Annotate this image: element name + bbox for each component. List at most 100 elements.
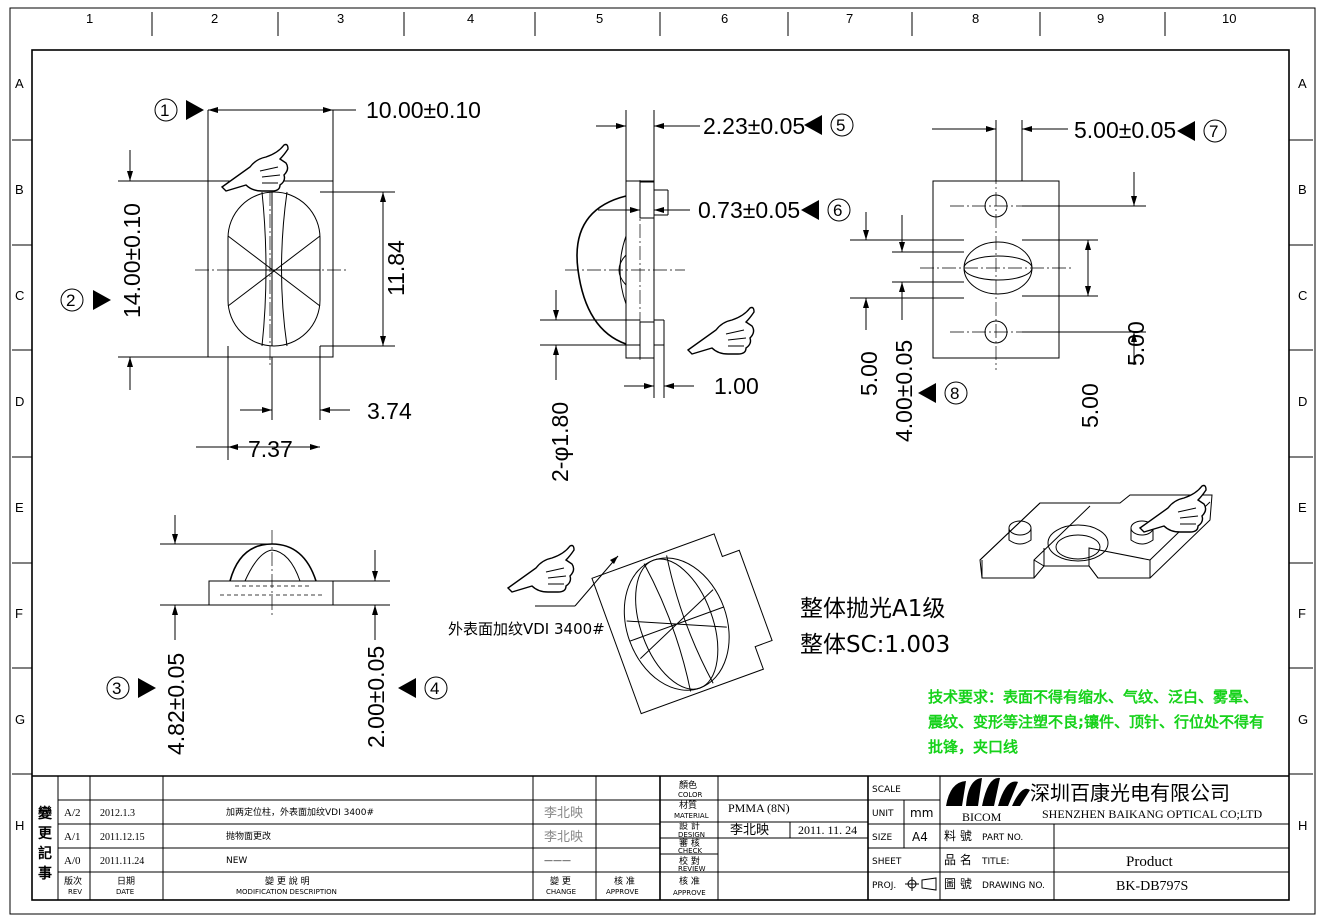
unit-value: mm xyxy=(910,806,933,820)
drawing-no-label: 圖 號 xyxy=(944,877,972,891)
svg-text:DATE: DATE xyxy=(116,888,134,896)
svg-text:核 准: 核 准 xyxy=(614,875,635,887)
svg-text:李北映: 李北映 xyxy=(544,806,583,821)
company-name-en: SHENZHEN BAIKANG OPTICAL CO;LTD xyxy=(1042,807,1262,821)
svg-text:3: 3 xyxy=(112,679,121,698)
callout-3: 3 xyxy=(106,676,156,700)
svg-text:6: 6 xyxy=(833,201,842,220)
company-name-cn: 深圳百康光电有限公司 xyxy=(1030,781,1230,805)
svg-text:———: ——— xyxy=(544,856,571,866)
view-front xyxy=(160,515,390,640)
note-polish: 整体抛光A1级 xyxy=(800,596,945,622)
note-shrink: 整体SC:1.003 xyxy=(800,632,950,658)
grid-row-h-right: H xyxy=(1298,818,1307,833)
dim-hole: 2-φ1.80 xyxy=(547,402,573,482)
revision-side-label: 記 xyxy=(38,845,52,862)
color-label-en: COLOR xyxy=(678,791,703,799)
grid-col-5: 5 xyxy=(596,11,603,26)
svg-text:4: 4 xyxy=(430,679,439,698)
view-bottom xyxy=(850,120,1146,370)
part-no-label: 料 號 xyxy=(944,829,972,843)
title-block xyxy=(32,775,1289,900)
svg-text:7: 7 xyxy=(1209,122,1218,141)
callout-7: 7 xyxy=(1177,119,1227,143)
grid-col-4: 4 xyxy=(467,11,474,26)
design-label: 設 計 xyxy=(679,820,700,832)
product-title-value: Product xyxy=(1126,854,1173,870)
dim-5-00-width: 5.00±0.05 xyxy=(1074,117,1176,143)
proj-label: PROJ. xyxy=(872,881,896,891)
design-date: 2011. 11. 24 xyxy=(798,823,857,837)
grid-row-f-right: F xyxy=(1298,606,1306,621)
dim-7-37: 7.37 xyxy=(248,436,293,462)
revision-row: A/2 2012.1.3 加两定位柱，外表面加纹VDI 3400# 李北映 xyxy=(64,806,583,821)
callout-5: 5 xyxy=(804,113,854,137)
material-label: 材質 xyxy=(679,799,697,811)
tech-requirement-line-2: 震纹、变形等注塑不良;镶件、顶针、行位处不得有 xyxy=(928,713,1264,731)
callout-8: 8 xyxy=(918,381,968,405)
design-label-en: DESIGN xyxy=(678,831,705,839)
svg-text:2012.1.3: 2012.1.3 xyxy=(100,808,135,819)
revision-header: 版次 REV 日期 DATE 變 更 說 明 MODIFICATION DESC… xyxy=(64,875,639,896)
grid-col-1: 1 xyxy=(86,11,93,26)
grid-row-e-left: E xyxy=(15,500,24,515)
dim-4-82: 4.82±0.05 xyxy=(163,653,189,755)
callout-6: 6 xyxy=(801,198,851,222)
view-top xyxy=(118,107,395,460)
grid-row-c-right: C xyxy=(1298,288,1307,303)
grid-row-g-right: G xyxy=(1298,712,1308,727)
check-label: 審 核 xyxy=(679,837,700,849)
approve-label-en: APPROVE xyxy=(673,889,706,897)
svg-text:MODIFICATION DESCRIPTION: MODIFICATION DESCRIPTION xyxy=(236,888,337,896)
revision-side-label: 變 xyxy=(38,805,53,822)
unit-label: UNIT xyxy=(872,809,894,819)
view-rotated xyxy=(591,533,773,715)
dim-4-00: 4.00±0.05 xyxy=(891,340,917,442)
part-no-label-en: PART NO. xyxy=(982,833,1023,843)
drawing-no-value: BK-DB797S xyxy=(1116,879,1188,894)
grid-col-10: 10 xyxy=(1222,11,1236,26)
callout-2: 2 xyxy=(60,288,111,312)
title-label: 品 名 xyxy=(944,852,972,867)
dim-10-00: 10.00±0.10 xyxy=(366,97,481,123)
revision-side-label: 事 xyxy=(38,865,52,882)
dim-14-00: 14.00±0.10 xyxy=(119,203,145,318)
grid-row-h-left: H xyxy=(15,818,24,833)
grid-row-a-left: A xyxy=(15,76,24,91)
drawing-no-label-en: DRAWING NO. xyxy=(982,881,1045,891)
pointing-hand-icon xyxy=(686,306,755,355)
svg-text:變 更 說 明: 變 更 說 明 xyxy=(265,875,310,887)
grid-col-3: 3 xyxy=(337,11,344,26)
pointing-hand-icon xyxy=(1138,484,1207,533)
grid-row-b-left: B xyxy=(15,182,24,197)
svg-text:日期: 日期 xyxy=(117,876,135,887)
inner-border xyxy=(31,49,1290,901)
scale-label: SCALE xyxy=(872,785,901,795)
grid-row-a-right: A xyxy=(1298,76,1307,91)
svg-text:1: 1 xyxy=(160,101,169,120)
svg-text:2: 2 xyxy=(66,291,75,310)
review-label: 校 對 xyxy=(679,855,700,867)
grid-row-c-left: C xyxy=(15,288,24,303)
svg-text:5: 5 xyxy=(836,116,845,135)
grid-col-8: 8 xyxy=(972,11,979,26)
svg-text:李北映: 李北映 xyxy=(544,830,583,845)
revision-row: A/1 2011.12.15 抛物面更改 李北映 xyxy=(64,830,583,845)
svg-text:2011.12.15: 2011.12.15 xyxy=(100,832,145,843)
grid-labels: 1 2 3 4 5 6 7 8 9 10 A B C D E F G H A B… xyxy=(15,11,1308,833)
callout-4: 4 xyxy=(398,676,448,700)
dim-1-00: 1.00 xyxy=(714,373,759,399)
dim-11-84: 11.84 xyxy=(383,240,409,296)
grid-row-d-right: D xyxy=(1298,394,1307,409)
designer-name: 李北映 xyxy=(730,823,769,838)
grid-col-9: 9 xyxy=(1097,11,1104,26)
grid-row-d-left: D xyxy=(15,394,24,409)
callout-1: 1 xyxy=(154,98,204,122)
grid-row-g-left: G xyxy=(15,712,25,727)
pointing-hand-icon xyxy=(220,143,289,192)
size-label: SIZE xyxy=(872,833,893,843)
sheet-label: SHEET xyxy=(872,857,902,867)
dim-3-74: 3.74 xyxy=(367,398,412,424)
dim-2-00: 2.00±0.05 xyxy=(363,646,389,748)
svg-text:CHANGE: CHANGE xyxy=(546,888,576,896)
